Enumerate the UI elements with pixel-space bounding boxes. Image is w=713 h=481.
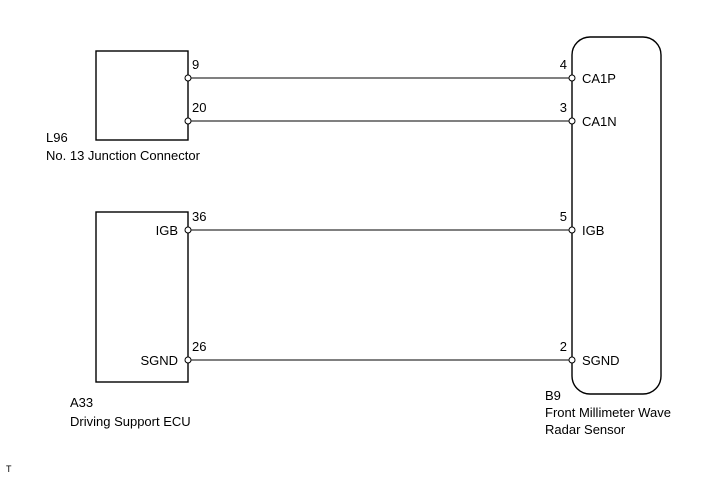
pin-sensor-2 <box>568 356 576 364</box>
pin-label-right: IGB <box>582 223 604 238</box>
pin-ecu-26 <box>184 356 192 364</box>
pin-number-left: 36 <box>192 209 206 224</box>
pin-number-right: 4 <box>560 57 567 72</box>
pin-junction-20 <box>184 117 192 125</box>
sensor-name-line2: Radar Sensor <box>545 422 626 437</box>
ecu-box <box>95 211 189 383</box>
pin-sensor-4 <box>568 74 576 82</box>
pin-label-right: CA1P <box>582 71 616 86</box>
sensor-name-line1: Front Millimeter Wave <box>545 405 671 420</box>
pin-number-left: 9 <box>192 57 199 72</box>
footer-mark: T <box>6 464 12 474</box>
pin-junction-9 <box>184 74 192 82</box>
pin-label-left: SGND <box>140 353 178 368</box>
pin-label-right: SGND <box>582 353 620 368</box>
pin-number-right: 3 <box>560 100 567 115</box>
pin-label-right: CA1N <box>582 114 617 129</box>
sensor-box <box>571 36 662 395</box>
pin-number-left: 26 <box>192 339 206 354</box>
junction-connector-box <box>95 50 189 141</box>
pin-label-left: IGB <box>156 223 178 238</box>
junction-connector-name: No. 13 Junction Connector <box>46 148 201 163</box>
sensor-code: B9 <box>545 388 561 403</box>
pin-ecu-36 <box>184 226 192 234</box>
ecu-name: Driving Support ECU <box>70 414 191 429</box>
ecu-code: A33 <box>70 395 93 410</box>
junction-connector-code: L96 <box>46 130 68 145</box>
pin-number-right: 2 <box>560 339 567 354</box>
pin-sensor-5 <box>568 226 576 234</box>
pin-number-left: 20 <box>192 100 206 115</box>
pin-number-right: 5 <box>560 209 567 224</box>
pin-sensor-3 <box>568 117 576 125</box>
